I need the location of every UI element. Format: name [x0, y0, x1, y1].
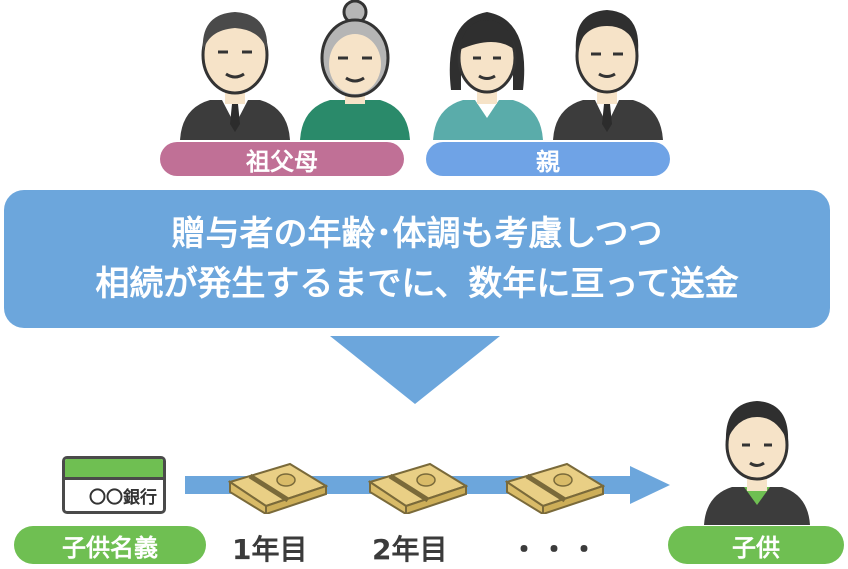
father-icon: [553, 10, 663, 140]
banner-line-2: 相続が発生するまでに、数年に亘って送金: [95, 264, 739, 304]
gift-strategy-banner: 贈与者の年齢･体調も考慮しつつ 相続が発生するまでに、数年に亘って送金: [4, 190, 830, 328]
money-bundle-icon-2: [368, 462, 468, 514]
step-year-2: 2年目: [372, 533, 448, 566]
child-icon: [704, 401, 810, 525]
bank-name: 〇〇銀行: [89, 488, 157, 508]
money-bundle-icon-1: [228, 462, 328, 514]
grandmother-icon: [300, 0, 410, 140]
grandparents-label: 祖父母: [160, 142, 404, 176]
step-ellipsis: ・・・: [510, 533, 601, 566]
parents-label: 親: [426, 142, 670, 176]
down-arrow-icon: [330, 336, 500, 404]
mother-icon: [433, 12, 543, 140]
bankbook-icon: 〇〇銀行: [62, 456, 166, 514]
step-year-1: 1年目: [232, 533, 308, 566]
child-account-label: 子供名義: [14, 526, 206, 564]
banner-line-1: 贈与者の年齢･体調も考慮しつつ: [171, 214, 663, 254]
child-label: 子供: [668, 526, 844, 564]
grandfather-icon: [180, 12, 290, 140]
money-bundle-icon-3: [505, 462, 605, 514]
